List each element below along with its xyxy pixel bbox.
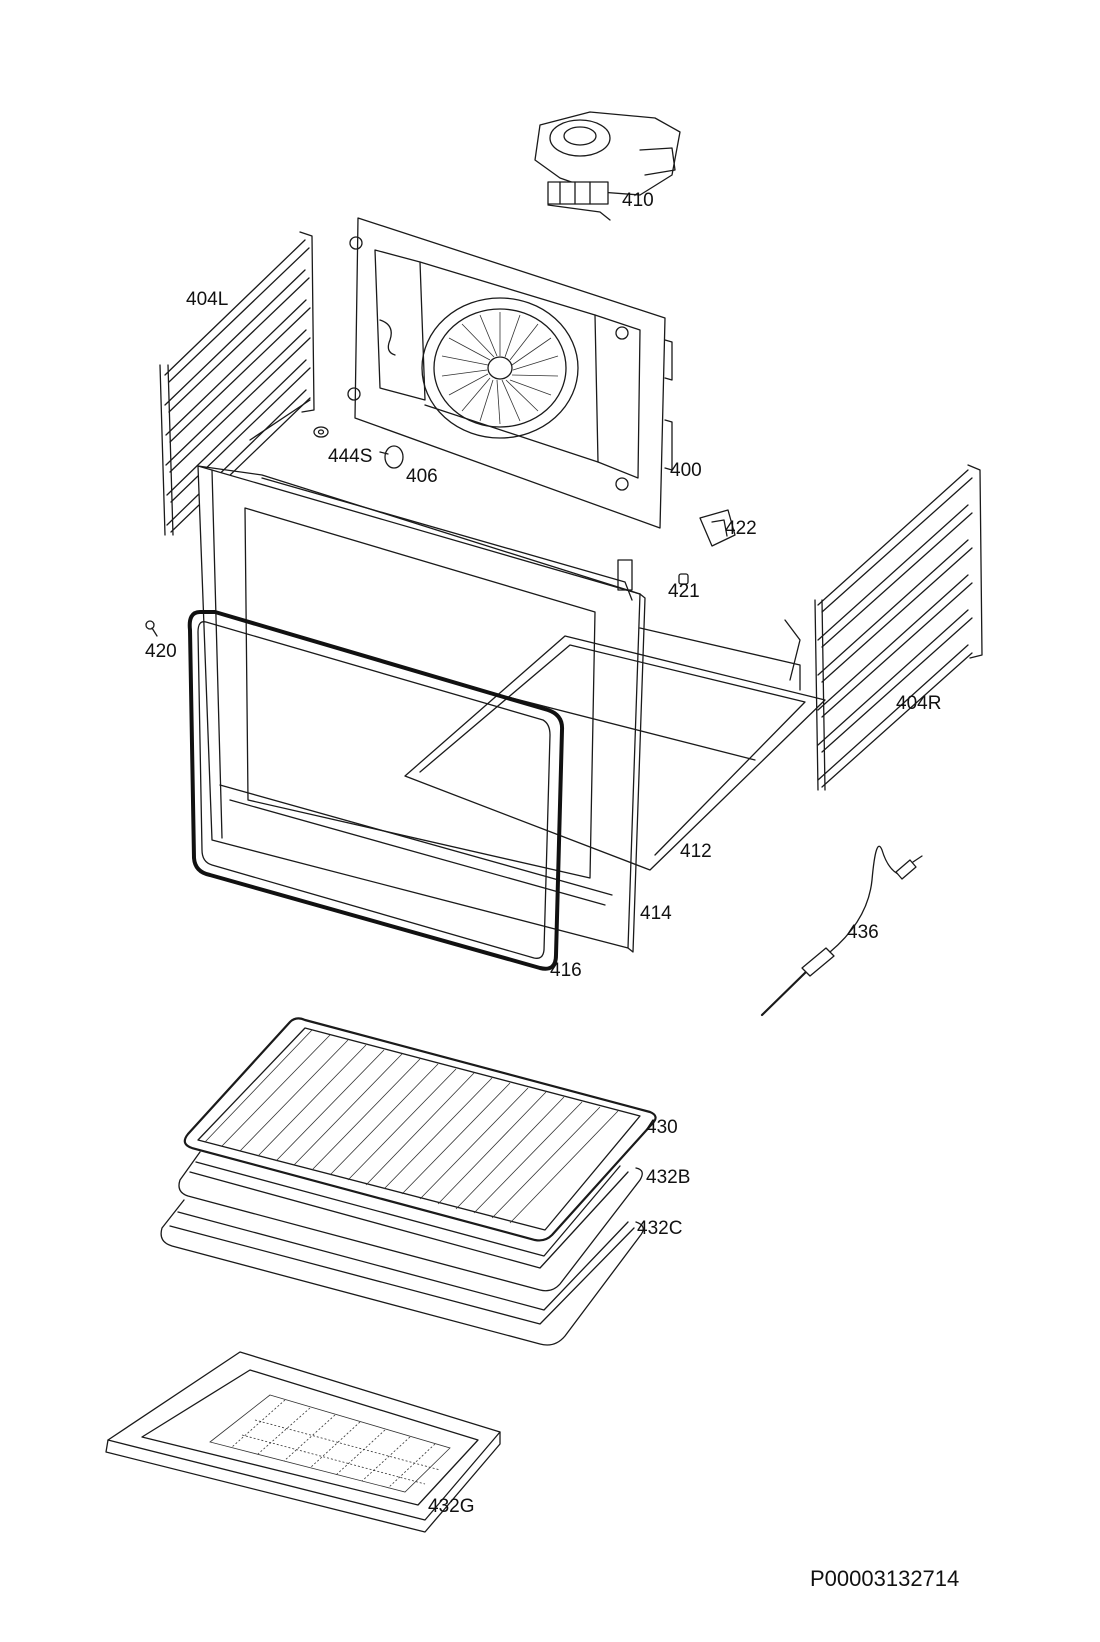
label-400: 400 xyxy=(670,460,702,481)
label-432B: 432B xyxy=(646,1167,690,1188)
label-444S: 444S xyxy=(328,446,372,467)
part-404R-right-shelf-support xyxy=(814,464,983,791)
label-422: 422 xyxy=(725,518,757,539)
part-412-oven-floor xyxy=(404,619,826,871)
part-404L-left-shelf-support xyxy=(159,231,315,536)
part-406-lamp-holder xyxy=(379,445,404,469)
label-421: 421 xyxy=(668,581,700,602)
part-430-wire-rack xyxy=(183,1017,657,1242)
label-412: 412 xyxy=(680,841,712,862)
part-436-meat-probe xyxy=(760,845,923,1017)
part-444S-washer xyxy=(313,426,329,438)
part-421-clip xyxy=(678,573,689,585)
label-404L: 404L xyxy=(186,289,228,310)
label-432C: 432C xyxy=(637,1218,682,1239)
label-406: 406 xyxy=(406,466,438,487)
part-416-door-gasket xyxy=(187,610,565,971)
label-432G: 432G xyxy=(428,1496,474,1517)
document-code: P00003132714 xyxy=(810,1566,959,1591)
label-414: 414 xyxy=(640,903,672,924)
part-410-fan-motor xyxy=(534,111,681,221)
label-404R: 404R xyxy=(896,693,941,714)
part-420-screw xyxy=(145,620,158,637)
label-436: 436 xyxy=(847,922,879,943)
label-410: 410 xyxy=(622,190,654,211)
label-416: 416 xyxy=(550,960,582,981)
part-400-back-panel xyxy=(347,217,673,529)
part-432B-tray xyxy=(178,1151,643,1292)
label-420: 420 xyxy=(145,641,177,662)
part-432C-tray xyxy=(160,1199,644,1346)
part-422-switch xyxy=(699,509,736,547)
label-430: 430 xyxy=(646,1117,678,1138)
part-432G-perforated-pan xyxy=(105,1351,501,1533)
part-414-front-frame xyxy=(197,465,646,953)
